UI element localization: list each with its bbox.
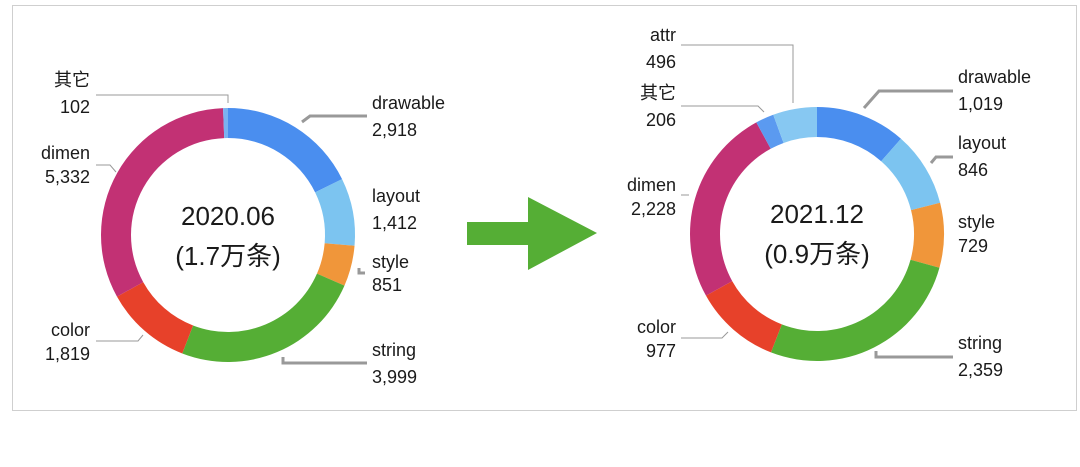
leader-lines-right: [281, 89, 953, 365]
center-label-2020: 2020.06 (1.7万条): [128, 196, 328, 276]
label-name: string: [372, 340, 417, 360]
arrow-right-icon: [467, 197, 597, 270]
label-value: 206: [645, 110, 676, 130]
leader-line-other-2021: [681, 105, 765, 113]
donut-slice-其它: [756, 114, 784, 149]
label-value: 1,412: [372, 213, 418, 233]
donut-slice-其它: [223, 108, 228, 139]
label-name: color: [50, 320, 90, 340]
label-name: layout: [372, 186, 421, 206]
label-value: 496: [645, 52, 676, 72]
label-name: 其它: [640, 83, 676, 103]
donut-slice-style: [316, 243, 355, 286]
leader-line-drawable-2021: [862, 89, 953, 109]
label-dimen-2021: dimen 2,228: [627, 173, 676, 221]
label-string-2020: string 3,999: [372, 337, 417, 391]
label-dimen-2020: dimen 5,332: [41, 141, 90, 189]
leader-line-style-2020: [357, 268, 365, 275]
label-value: 2,228: [630, 199, 676, 219]
donut-2020: [100, 108, 355, 362]
leader-line-string-2020: [281, 357, 367, 365]
chart-frame: [12, 5, 1077, 411]
donut-slice-dimen: [690, 122, 771, 296]
label-color-2020: color 1,819: [45, 318, 90, 366]
label-name: drawable: [372, 93, 446, 113]
center-label-2021: 2021.12 (0.9万条): [717, 194, 917, 274]
label-color-2021: color 977: [637, 315, 676, 363]
center-subtitle: (1.7万条): [175, 241, 281, 271]
leader-lines: [96, 44, 794, 342]
label-style-2020: style 851: [372, 251, 409, 297]
donut-slice-style: [910, 202, 944, 268]
label-style-2021: style 729: [958, 210, 995, 258]
donut-slice-layout: [881, 138, 941, 211]
donut-slice-attr: [773, 107, 817, 143]
label-other-2020: 其它 102: [54, 67, 90, 121]
label-name: color: [636, 317, 676, 337]
leader-line-color-2021: [681, 331, 729, 339]
donut-slice-layout: [315, 179, 355, 246]
label-value: 729: [958, 236, 989, 256]
label-value: 1,819: [44, 344, 90, 364]
label-value: 977: [645, 341, 676, 361]
donut-slice-drawable: [817, 107, 901, 162]
label-name: drawable: [958, 67, 1032, 87]
leader-line-color-2020: [96, 334, 144, 342]
label-value: 5,332: [44, 167, 90, 187]
center-title: 2020.06: [181, 201, 275, 231]
label-name: dimen: [626, 175, 676, 195]
leader-line-attr-2021: [681, 44, 794, 103]
label-name: string: [958, 333, 1003, 353]
label-name: style: [958, 212, 996, 232]
donut-slice-color: [116, 282, 194, 354]
leader-line-drawable-2020: [301, 114, 367, 124]
label-layout-2020: layout 1,412: [372, 183, 420, 237]
donut-2021: [690, 107, 944, 361]
label-value: 102: [59, 97, 90, 117]
donut-slice-drawable: [228, 108, 343, 193]
label-value: 851: [372, 275, 403, 295]
label-string-2021: string 2,359: [958, 330, 1003, 384]
label-other-2021: 其它 206: [640, 80, 676, 134]
leader-line-dimen-2020: [96, 164, 117, 173]
label-name: attr: [649, 25, 676, 45]
donut-slice-string: [770, 259, 940, 361]
donut-slice-color: [705, 281, 782, 353]
label-value: 3,999: [372, 367, 418, 387]
label-name: 其它: [54, 70, 90, 90]
label-value: 1,019: [958, 94, 1004, 114]
label-name: dimen: [40, 143, 90, 163]
label-name: layout: [958, 133, 1007, 153]
leader-line-string-2021: [874, 351, 953, 359]
donut-slice-string: [182, 273, 345, 362]
label-value: 846: [958, 160, 989, 180]
label-layout-2021: layout 846: [958, 130, 1006, 184]
label-value: 2,359: [958, 360, 1004, 380]
label-drawable-2021: drawable 1,019: [958, 64, 1031, 118]
label-value: 2,918: [372, 120, 418, 140]
center-title: 2021.12: [770, 199, 864, 229]
center-subtitle: (0.9万条): [764, 239, 870, 269]
label-attr-2021: attr 496: [646, 22, 676, 76]
leader-line-other-2020: [96, 94, 229, 103]
label-drawable-2020: drawable 2,918: [372, 90, 445, 144]
donut-slice-dimen: [100, 108, 225, 297]
label-name: style: [372, 252, 410, 272]
leader-line-layout-2021: [929, 155, 953, 164]
